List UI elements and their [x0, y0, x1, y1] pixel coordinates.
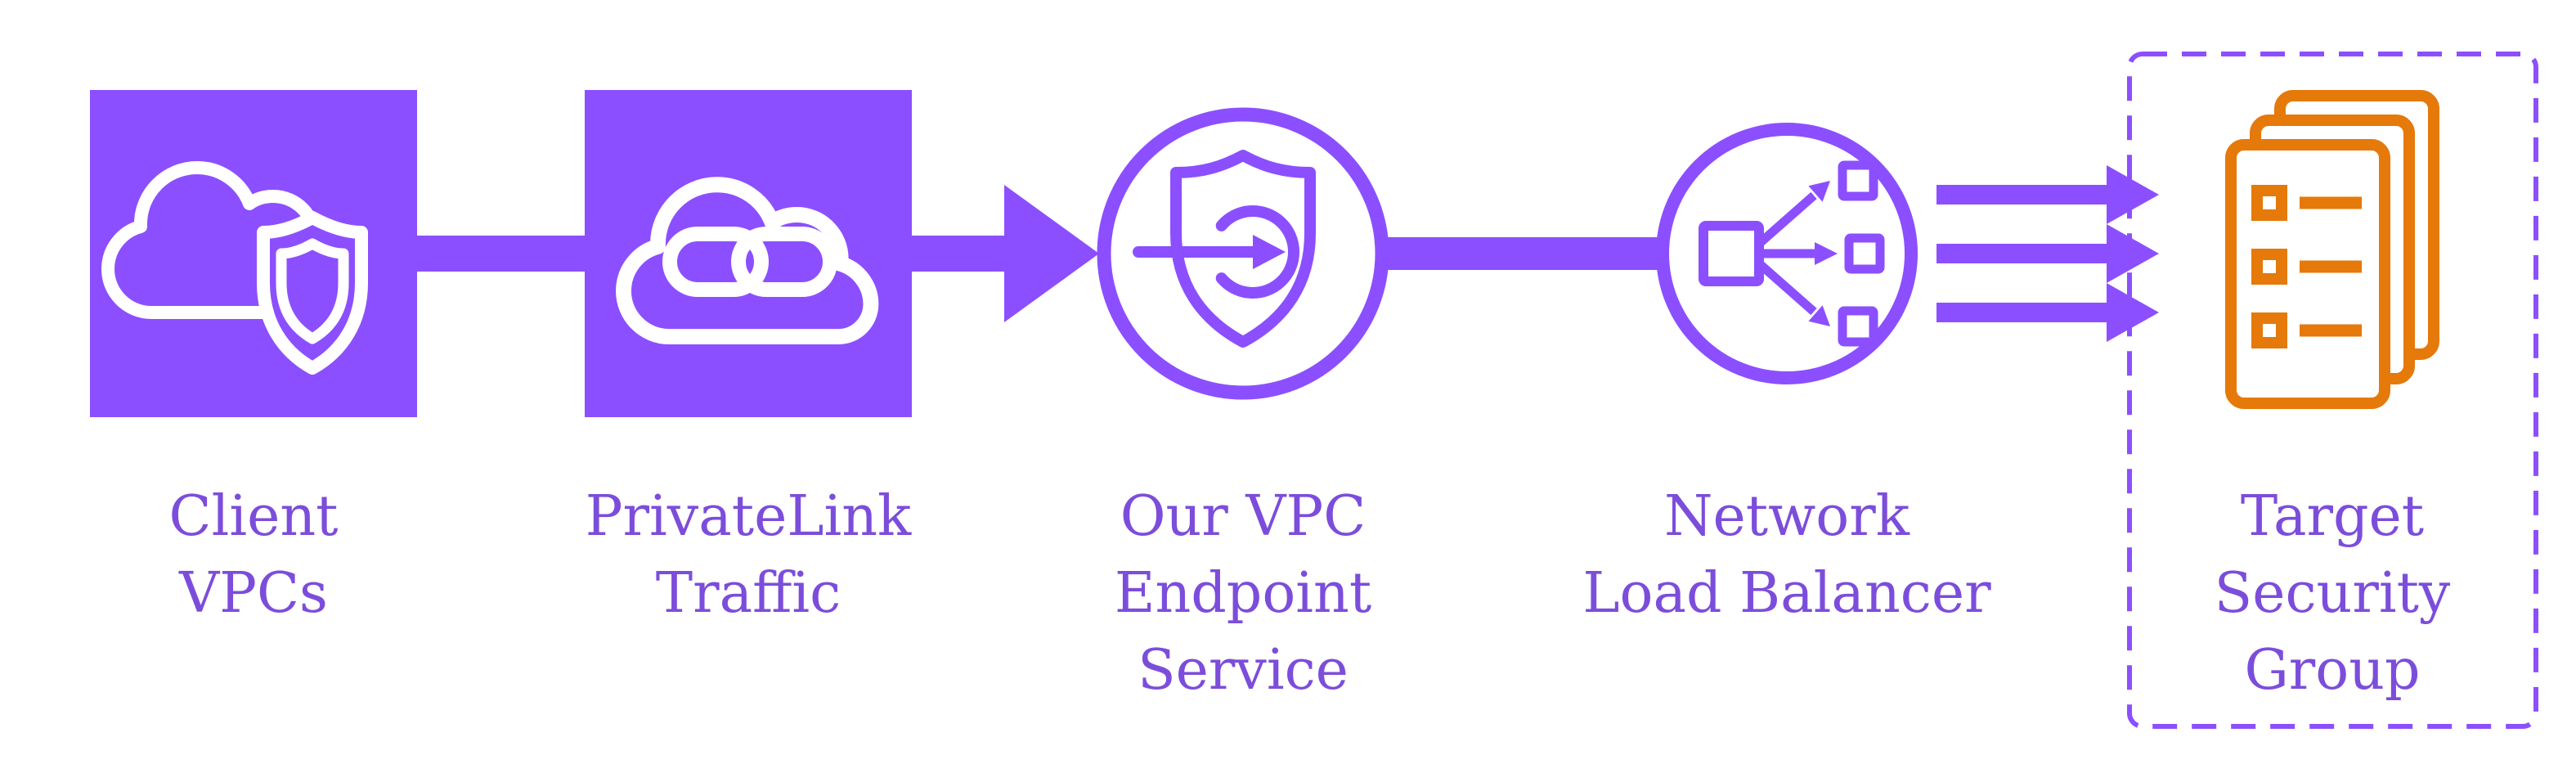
chain-link-glyph [662, 227, 837, 297]
target-square-middle [1844, 233, 1885, 274]
stacked-checklist-pages-icon [2225, 90, 2439, 409]
arrow-privatelink-to-endpoint [908, 185, 1099, 322]
node-client-vpcs [90, 90, 417, 417]
node-privatelink-traffic [585, 90, 912, 417]
target-security-group-dashed-border [2127, 52, 2538, 729]
fan-arrowhead-middle [1815, 242, 1838, 265]
inner-shield-outline [276, 238, 349, 344]
arrow-nlb-to-target-middle [1936, 224, 2159, 283]
fan-arrowhead-bottom [1808, 305, 1830, 326]
fan-line-bottom [1756, 259, 1817, 316]
fan-line-top [1756, 191, 1817, 248]
shield-arrow-endpoint-icon [1097, 107, 1389, 400]
connector-bar-endpoint-to-nlb [1382, 237, 1664, 270]
checkbox-3 [2251, 312, 2287, 348]
link-right [731, 227, 837, 297]
checkbox-2 [2251, 249, 2287, 285]
shield-outline [1170, 150, 1316, 348]
cloud-outline [616, 177, 879, 345]
connector-bar-client-to-privatelink [409, 236, 593, 272]
label-network-load-balancer: Network Load Balancer [1582, 484, 1991, 626]
load-balancer-fanout-icon [1656, 123, 1918, 384]
label-client-vpcs: Client VPCs [168, 484, 339, 626]
checkbox-1 [2251, 185, 2287, 221]
link-left [662, 227, 769, 297]
endpoint-arc [1215, 205, 1300, 299]
cloud-shield-icon [101, 161, 368, 375]
target-square-bottom [1838, 306, 1878, 347]
dashed-border-rect [2127, 52, 2538, 729]
arrow-nlb-to-target-top [1936, 165, 2159, 224]
checklist-rows [2251, 185, 2362, 348]
entry-arrow-head [1253, 235, 1286, 269]
target-square-top [1838, 160, 1878, 201]
label-privatelink-traffic: PrivateLink Traffic [585, 484, 912, 626]
fan-arrowhead-top [1808, 181, 1830, 202]
label-vpc-endpoint-service: Our VPC Endpoint Service [1114, 484, 1372, 703]
arrow-nlb-to-target-bottom [1936, 283, 2159, 342]
label-target-security-group: Target Security Group [2214, 484, 2451, 703]
cloud-link-icon [616, 177, 879, 345]
